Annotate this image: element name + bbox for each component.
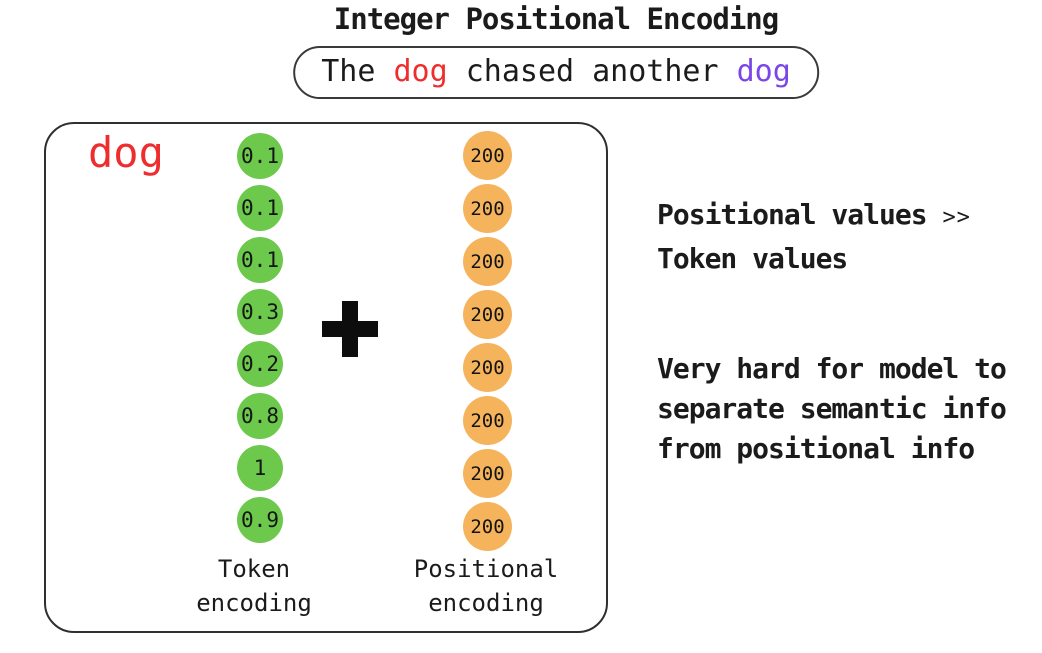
example-sentence-pill: The dog chased another dog: [293, 46, 819, 99]
word-label-dog: dog: [88, 128, 164, 177]
token-circle: 0.3: [237, 289, 283, 335]
positional-circle: 200: [463, 131, 512, 180]
annotation-line: from positional info: [657, 432, 975, 465]
sentence-word-dog-second: dog: [736, 54, 791, 89]
positional-circle: 200: [463, 502, 512, 551]
annotation-line: Token values: [657, 242, 848, 275]
annotation-hard-to-separate: Very hard for model to separate semantic…: [657, 349, 1007, 469]
token-encoding-label: Token encoding: [144, 552, 364, 620]
token-encoding-label-line2: encoding: [196, 589, 312, 617]
much-greater-than-symbol: >>: [942, 205, 971, 230]
token-circle: 0.8: [237, 393, 283, 439]
token-circle: 0.1: [237, 133, 283, 179]
annotation-bold-text: Positional values: [657, 198, 928, 231]
sentence-part: The: [321, 54, 394, 89]
annotation-line: separate semantic info: [657, 392, 1007, 425]
sentence-part: chased another: [447, 54, 737, 89]
token-circle: 0.9: [237, 497, 283, 543]
sentence-word-dog-first: dog: [393, 54, 448, 89]
positional-circle: 200: [463, 449, 512, 498]
positional-circle: 200: [463, 343, 512, 392]
annotation-line: Very hard for model to: [657, 352, 1007, 385]
token-circle: 0.2: [237, 341, 283, 387]
encoding-box: dog 0.1 0.1 0.1 0.3 0.2 0.8 1 0.9 200 20…: [44, 122, 608, 633]
token-circle: 1: [237, 445, 283, 491]
positional-circle: 200: [463, 290, 512, 339]
positional-encoding-label-line1: Positional: [413, 555, 559, 583]
positional-circle: 200: [463, 237, 512, 286]
token-circle: 0.1: [237, 185, 283, 231]
positional-encoding-column: 200 200 200 200 200 200 200 200: [463, 131, 512, 551]
token-circle: 0.1: [237, 237, 283, 283]
annotation-line: Positional values >>: [657, 194, 971, 238]
annotation-positional-vs-token: Positional values >> Token values: [657, 194, 971, 279]
page-title: Integer Positional Encoding: [333, 2, 779, 36]
positional-encoding-label: Positional encoding: [376, 552, 596, 620]
plus-icon: [322, 301, 378, 357]
token-encoding-column: 0.1 0.1 0.1 0.3 0.2 0.8 1 0.9: [237, 133, 283, 543]
token-encoding-label-line1: Token: [217, 555, 291, 583]
positional-circle: 200: [463, 184, 512, 233]
positional-circle: 200: [463, 396, 512, 445]
positional-encoding-label-line2: encoding: [428, 589, 544, 617]
